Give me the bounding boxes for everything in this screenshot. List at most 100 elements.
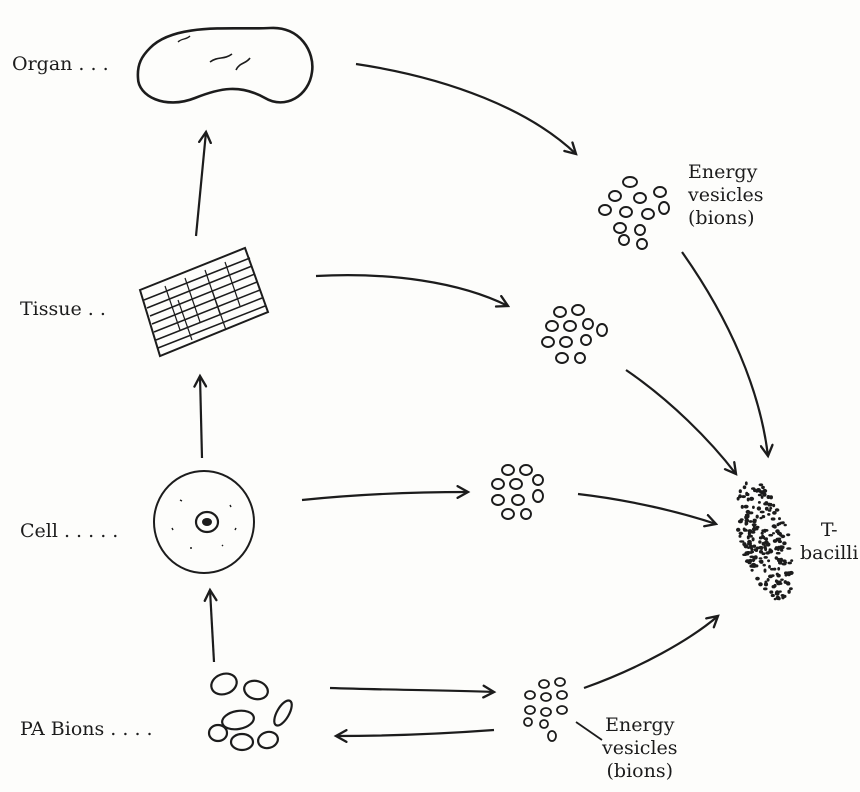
bacillus-dot xyxy=(767,513,770,516)
arrow-vesicles-bottom-to-bacilli xyxy=(584,616,718,688)
bacillus-dot xyxy=(762,536,765,540)
bacillus-dot xyxy=(755,565,758,568)
bacillus-dot xyxy=(752,527,756,531)
bacillus-dot xyxy=(769,548,772,550)
t-bacilli-line2: bacilli xyxy=(800,542,858,565)
bacillus-dot xyxy=(755,577,760,581)
energy-bottom-line1: Energy xyxy=(602,714,678,737)
bacillus-dot xyxy=(767,559,770,562)
bacillus-dot xyxy=(777,597,781,600)
arrow-tissue-to-organ xyxy=(196,132,206,236)
bacillus-dot xyxy=(749,520,753,523)
label-organ: Organ . . . xyxy=(12,53,109,76)
bacillus-dot xyxy=(777,581,782,583)
bacillus-dot xyxy=(742,542,746,546)
bacillus-dot xyxy=(767,578,770,582)
bacillus-dot xyxy=(745,481,748,485)
bacillus-dot xyxy=(779,590,782,592)
bacillus-dot xyxy=(758,540,761,543)
bacillus-dot xyxy=(786,547,791,550)
energy-top-line1: Energy xyxy=(688,161,764,184)
bacillus-dot xyxy=(752,506,755,509)
bacillus-dot xyxy=(744,505,749,509)
bacillus-dot xyxy=(777,548,780,551)
bacillus-dot xyxy=(790,559,793,562)
bacillus-dot xyxy=(737,497,740,501)
bacillus-dot xyxy=(762,542,766,546)
vesicle-cluster-top xyxy=(599,177,669,249)
bacillus-dot xyxy=(772,504,775,507)
bacillus-dot xyxy=(736,528,740,532)
arrow-vesicles-top-to-bacilli xyxy=(682,252,768,456)
t-bacilli-cluster xyxy=(736,481,794,600)
bacillus-dot xyxy=(757,506,761,510)
bacillus-dot xyxy=(777,560,781,563)
vesicle-cluster-tissue xyxy=(542,305,607,363)
bacillus-dot xyxy=(771,594,775,597)
bacillus-dot xyxy=(778,517,781,520)
bacillus-dot xyxy=(763,587,768,590)
bacillus-dot xyxy=(769,590,773,593)
bacillus-dot xyxy=(759,550,763,554)
bacillus-dot xyxy=(787,590,790,594)
bacillus-dot xyxy=(771,517,776,520)
bacillus-dot xyxy=(753,525,756,528)
bacillus-dot xyxy=(743,529,748,532)
vesicle-arrows xyxy=(302,64,576,736)
arrow-pa-to-vesicles xyxy=(330,688,494,692)
bacillus-dot xyxy=(789,571,794,575)
label-energy-vesicles-bottom: Energy vesicles (bions) xyxy=(602,714,678,782)
vesicle-cluster-bottom xyxy=(524,678,567,741)
label-cell: Cell . . . . . xyxy=(20,520,118,543)
bacillus-dot xyxy=(752,537,755,541)
bacillus-dot xyxy=(761,486,765,489)
bacillus-dot xyxy=(741,495,746,498)
bacillus-dot xyxy=(777,567,780,571)
bacillus-dot xyxy=(762,489,767,493)
progression-arrows xyxy=(196,132,214,662)
t-bacilli-line1: T- xyxy=(800,519,858,542)
bacillus-dot xyxy=(749,535,753,538)
bacillus-dot xyxy=(776,573,779,576)
bacillus-dot xyxy=(747,540,752,544)
bacillus-dot xyxy=(739,532,742,536)
bacillus-dot xyxy=(772,585,776,588)
bacillus-dot xyxy=(775,592,780,596)
bacillus-dot xyxy=(748,562,752,565)
bacillus-dot xyxy=(751,569,754,572)
bacillus-dot xyxy=(786,581,791,585)
arrow-pa-to-cell xyxy=(210,590,214,662)
bacillus-dot xyxy=(787,562,792,565)
bacillus-dot xyxy=(744,551,748,555)
bacillus-dot xyxy=(760,546,763,550)
energy-bottom-line3: (bions) xyxy=(602,760,678,783)
bacillus-dot xyxy=(745,514,750,517)
label-pa-bions: PA Bions . . . . xyxy=(20,718,153,741)
arrow-tissue-to-vesicles xyxy=(316,275,508,306)
bacillus-dot xyxy=(766,542,771,546)
bacillus-dot xyxy=(752,558,755,562)
bacillus-dot xyxy=(786,533,790,536)
energy-bottom-line2: vesicles xyxy=(602,737,678,760)
bacillus-dot xyxy=(768,575,773,579)
bacillus-dot xyxy=(749,556,754,559)
organ-shape xyxy=(138,28,313,103)
bacillus-dot xyxy=(743,485,747,489)
arrow-vesicles-tissue-to-bacilli xyxy=(626,370,736,474)
energy-top-line3: (bions) xyxy=(688,207,764,230)
bacillus-dot xyxy=(755,549,758,552)
bacillus-dot xyxy=(768,565,771,569)
bacillus-dot xyxy=(784,524,787,527)
bacillus-dot xyxy=(761,495,764,499)
label-tissue: Tissue . . xyxy=(20,298,106,321)
bacillus-dot xyxy=(768,509,772,512)
bacillus-dot xyxy=(777,532,782,536)
pa-bions-shape xyxy=(208,670,295,750)
arrow-vesicles-to-pa xyxy=(336,730,494,736)
bacillus-dot xyxy=(759,560,763,562)
bacillus-dot xyxy=(772,532,775,534)
bacillus-dot xyxy=(789,587,793,590)
label-energy-vesicles-top: Energy vesicles (bions) xyxy=(688,161,764,229)
